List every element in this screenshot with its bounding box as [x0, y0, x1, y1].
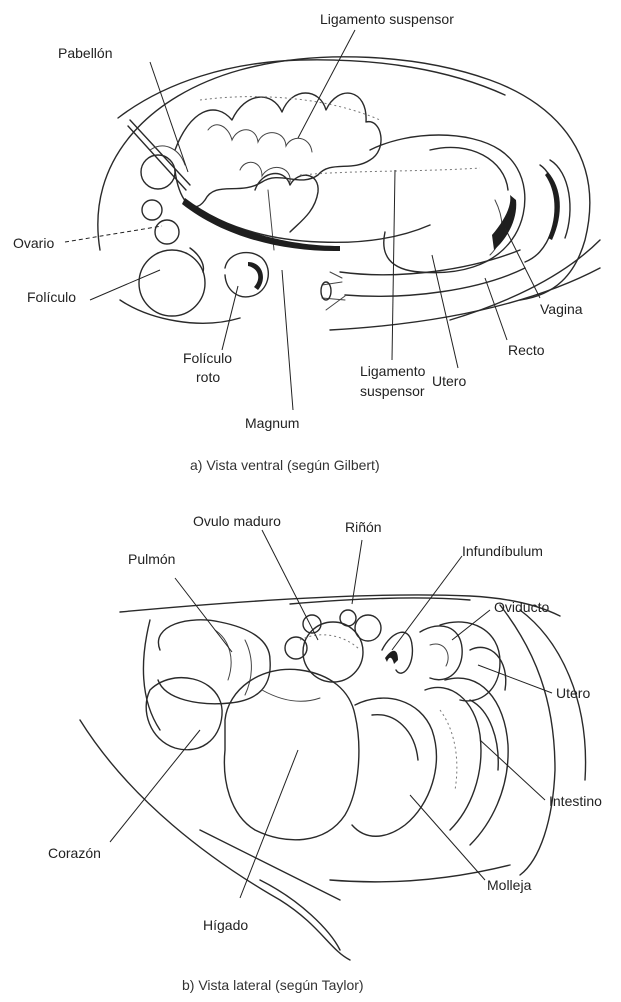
label-ligamento-suspensor-line2: suspensor [360, 383, 425, 399]
label-foliculo-roto-line2: roto [196, 369, 220, 385]
rectum-a [340, 250, 520, 275]
label-foliculo-roto-line1: Folículo [183, 350, 232, 366]
label-higado: Hígado [203, 917, 248, 933]
panel-b-labels: Ovulo maduro Riñón Pulmón Infundíbulum O… [48, 513, 602, 993]
label-ovulo-maduro: Ovulo maduro [193, 513, 281, 529]
caption-panel-b: b) Vista lateral (según Taylor) [182, 977, 364, 993]
caption-panel-a: a) Vista ventral (según Gilbert) [190, 457, 380, 473]
label-intestino: Intestino [549, 793, 602, 809]
label-foliculo: Folículo [27, 289, 76, 305]
label-pulmon: Pulmón [128, 551, 175, 567]
label-magnum: Magnum [245, 415, 299, 431]
label-corazon: Corazón [48, 845, 101, 861]
oviduct-coil-a [175, 93, 381, 207]
panel-a-drawing [98, 57, 600, 330]
panel-b-drawing [80, 595, 586, 960]
label-molleja: Molleja [487, 877, 532, 893]
intestine-b [425, 687, 481, 830]
label-utero-b: Utero [556, 685, 590, 701]
follicle-a [139, 250, 205, 316]
infundibulum-b [382, 632, 412, 673]
heart-b [146, 678, 222, 750]
label-recto: Recto [508, 342, 545, 358]
label-ligamento-suspensor-top: Ligamento suspensor [320, 11, 454, 27]
label-rinon: Riñón [345, 519, 382, 535]
label-pabellon: Pabellón [58, 45, 113, 61]
label-oviducto: Oviducto [494, 599, 549, 615]
label-utero-a: Utero [432, 373, 466, 389]
mature-ovum-b [303, 622, 363, 682]
label-infundibulum: Infundíbulum [462, 543, 543, 559]
oviduct-b [420, 626, 462, 680]
label-ovario: Ovario [13, 235, 54, 251]
label-vagina: Vagina [540, 301, 583, 317]
label-ligamento-suspensor-line1: Ligamento [360, 363, 426, 379]
